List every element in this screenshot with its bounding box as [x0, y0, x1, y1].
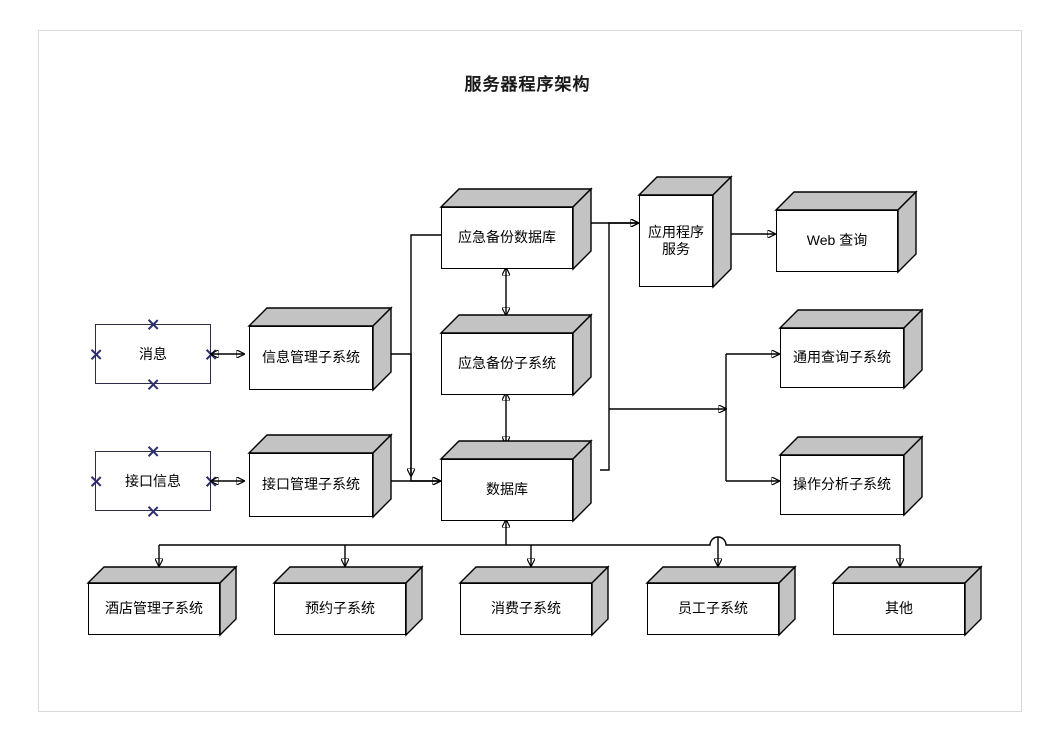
- box-emergency-backup-db-label: 应急备份数据库: [458, 229, 556, 246]
- box-emergency-backup-subsystem[interactable]: 应急备份子系统: [439, 313, 593, 397]
- box-info-mgmt-subsystem[interactable]: 信息管理子系统: [247, 306, 393, 392]
- box-hotel-mgmt-subsystem[interactable]: 酒店管理子系统: [86, 565, 238, 637]
- cube-front-face: 应急备份子系统: [441, 333, 573, 395]
- box-database-label: 数据库: [486, 481, 528, 498]
- box-message-label: 消息: [139, 346, 167, 362]
- wire-database-to-appservice: [600, 223, 638, 471]
- box-web-query[interactable]: Web 查询: [774, 190, 918, 274]
- cube-shading: [439, 439, 593, 523]
- box-general-query-subsystem[interactable]: 通用查询子系统: [778, 308, 924, 390]
- box-reservation-subsystem[interactable]: 预约子系统: [272, 565, 424, 637]
- cube-front-face: 酒店管理子系统: [88, 583, 220, 635]
- cube-front-face: 接口管理子系统: [249, 453, 373, 517]
- box-staff-subsystem-label: 员工子系统: [678, 600, 748, 617]
- wire-emergencybackupdb-to-bus: [411, 234, 441, 476]
- cube-front-face: 通用查询子系统: [780, 328, 904, 388]
- cube-shading: [247, 306, 393, 392]
- box-interface-mgmt-subsystem[interactable]: 接口管理子系统: [247, 433, 393, 519]
- box-other-label: 其他: [885, 600, 913, 617]
- cube-front-face: 应用程序 服务: [639, 195, 713, 287]
- box-staff-subsystem[interactable]: 员工子系统: [645, 565, 797, 637]
- cube-front-face: 应急备份数据库: [441, 207, 573, 269]
- cube-shading: [778, 308, 924, 390]
- box-database[interactable]: 数据库: [439, 439, 593, 523]
- box-interface-mgmt-subsystem-label: 接口管理子系统: [262, 476, 360, 493]
- cube-front-face: 其他: [833, 583, 965, 635]
- box-hotel-mgmt-subsystem-label: 酒店管理子系统: [105, 600, 203, 617]
- box-app-program-service-label-line2: 服务: [662, 241, 690, 257]
- cube-front-face: 消费子系统: [460, 583, 592, 635]
- cube-shading: [458, 565, 610, 637]
- cube-front-face: Web 查询: [776, 210, 898, 272]
- page-title: 服务器程序架构: [464, 75, 591, 94]
- cube-shading: [645, 565, 797, 637]
- box-emergency-backup-subsystem-label: 应急备份子系统: [458, 355, 556, 372]
- box-general-query-subsystem-label: 通用查询子系统: [793, 349, 891, 366]
- box-consumption-subsystem-label: 消费子系统: [491, 600, 561, 617]
- box-interface-info[interactable]: 接口信息: [95, 451, 211, 511]
- box-operation-analysis-subsystem[interactable]: 操作分析子系统: [778, 435, 924, 517]
- box-operation-analysis-subsystem-label: 操作分析子系统: [793, 476, 891, 493]
- box-emergency-backup-db[interactable]: 应急备份数据库: [439, 187, 593, 271]
- cube-front-face: 员工子系统: [647, 583, 779, 635]
- cube-front-face: 预约子系统: [274, 583, 406, 635]
- box-consumption-subsystem[interactable]: 消费子系统: [458, 565, 610, 637]
- box-interface-info-label: 接口信息: [125, 473, 181, 489]
- box-app-program-service[interactable]: 应用程序 服务: [637, 175, 733, 289]
- box-other[interactable]: 其他: [831, 565, 983, 637]
- box-web-query-label: Web 查询: [806, 232, 868, 249]
- wire-infomgmt-to-database: [390, 353, 440, 481]
- wire-bottom-bus: [159, 536, 900, 546]
- cube-front-face: 数据库: [441, 459, 573, 521]
- cube-shading: [774, 190, 918, 274]
- box-app-program-service-label-line1: 应用程序: [648, 223, 704, 240]
- cube-front-face: 操作分析子系统: [780, 455, 904, 515]
- box-info-mgmt-subsystem-label: 信息管理子系统: [262, 349, 360, 366]
- box-reservation-subsystem-label: 预约子系统: [305, 600, 375, 617]
- cube-front-face: 信息管理子系统: [249, 326, 373, 390]
- cube-shading: [86, 565, 238, 637]
